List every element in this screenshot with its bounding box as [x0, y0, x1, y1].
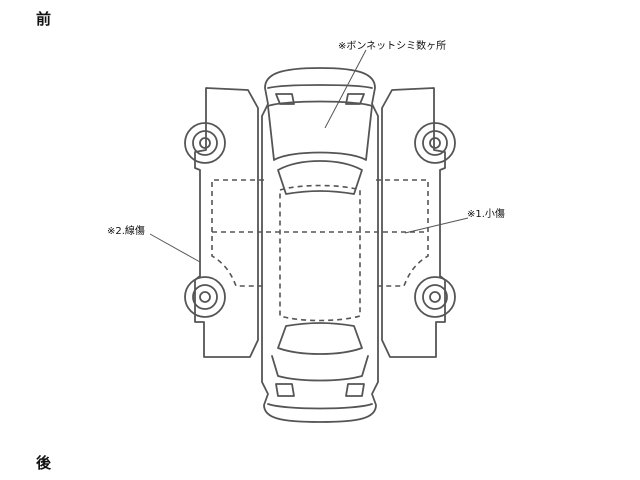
windshield — [277, 160, 363, 195]
left-side-panel — [194, 87, 259, 358]
right-side-panel — [381, 87, 446, 358]
line-scratch-note-label: ※2.線傷 — [107, 226, 145, 237]
scratch-note-label: ※1.小傷 — [467, 209, 505, 220]
bonnet-leader-line — [324, 49, 367, 129]
hood-outline — [267, 100, 373, 161]
rear-bumper-line — [267, 403, 373, 410]
scratch-leader-line — [404, 217, 469, 234]
left-doors-dashed — [211, 179, 264, 287]
front-bumper-line — [267, 84, 373, 89]
car-body-outline — [261, 67, 379, 423]
line-scratch-leader-line — [149, 233, 201, 263]
trunk-line — [271, 355, 369, 382]
bonnet-note-label: ※ボンネットシミ数ヶ所 — [338, 41, 447, 52]
front-right-wheel — [414, 122, 456, 164]
rear-left-wheel — [184, 276, 226, 318]
right-tail-light — [345, 383, 365, 397]
front-direction-label: 前 — [36, 10, 52, 28]
right-headlight — [345, 93, 365, 105]
rear-right-wheel — [414, 276, 456, 318]
rear-window — [277, 322, 363, 355]
left-headlight — [275, 93, 295, 105]
left-tail-light — [275, 383, 295, 397]
front-left-wheel — [184, 122, 226, 164]
roof-outline-dashed — [279, 184, 361, 322]
rear-direction-label: 後 — [36, 454, 52, 472]
right-doors-dashed — [376, 179, 429, 287]
